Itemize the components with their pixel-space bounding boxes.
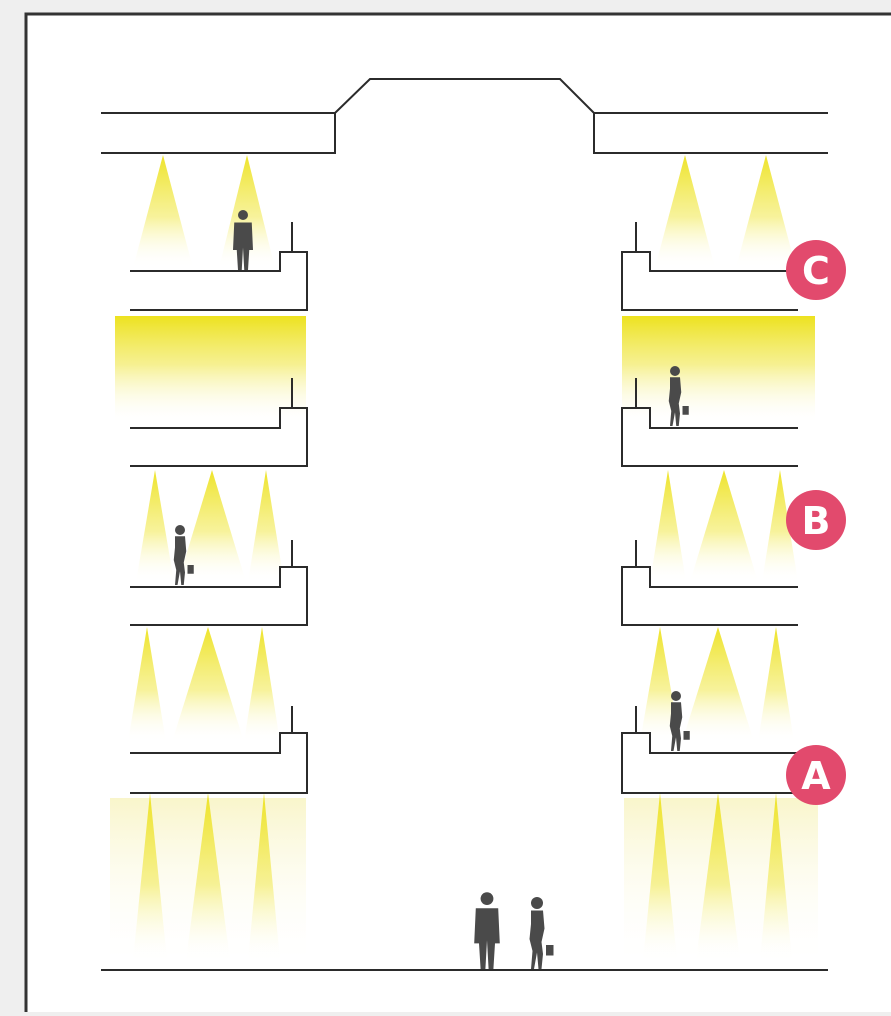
level-a-downlight-beams-right xyxy=(640,627,794,742)
level-a-downlight-beams-left xyxy=(128,627,280,742)
ground-floor-light-zone-right xyxy=(624,793,818,968)
level-b-downlight-beams-left xyxy=(136,470,284,582)
marker-a-label: A xyxy=(801,754,831,798)
level-4-ceiling-wash-left xyxy=(115,316,306,424)
level-c-downlight-beams-left xyxy=(133,155,275,268)
marker-c-label: C xyxy=(802,249,830,293)
marker-c: C xyxy=(786,240,846,300)
level-b-downlight-beams-right xyxy=(650,470,798,582)
level-4-ceiling-wash-right xyxy=(622,316,815,424)
ground-floor-light-zone-left xyxy=(110,793,306,968)
marker-a: A xyxy=(786,745,846,805)
marker-b: B xyxy=(786,490,846,550)
left-floor-slabs xyxy=(130,222,308,794)
roof-structure xyxy=(101,78,828,154)
right-floor-slabs xyxy=(621,222,798,794)
level-c-downlight-beams-right xyxy=(655,155,796,268)
marker-b-label: B xyxy=(802,499,831,543)
